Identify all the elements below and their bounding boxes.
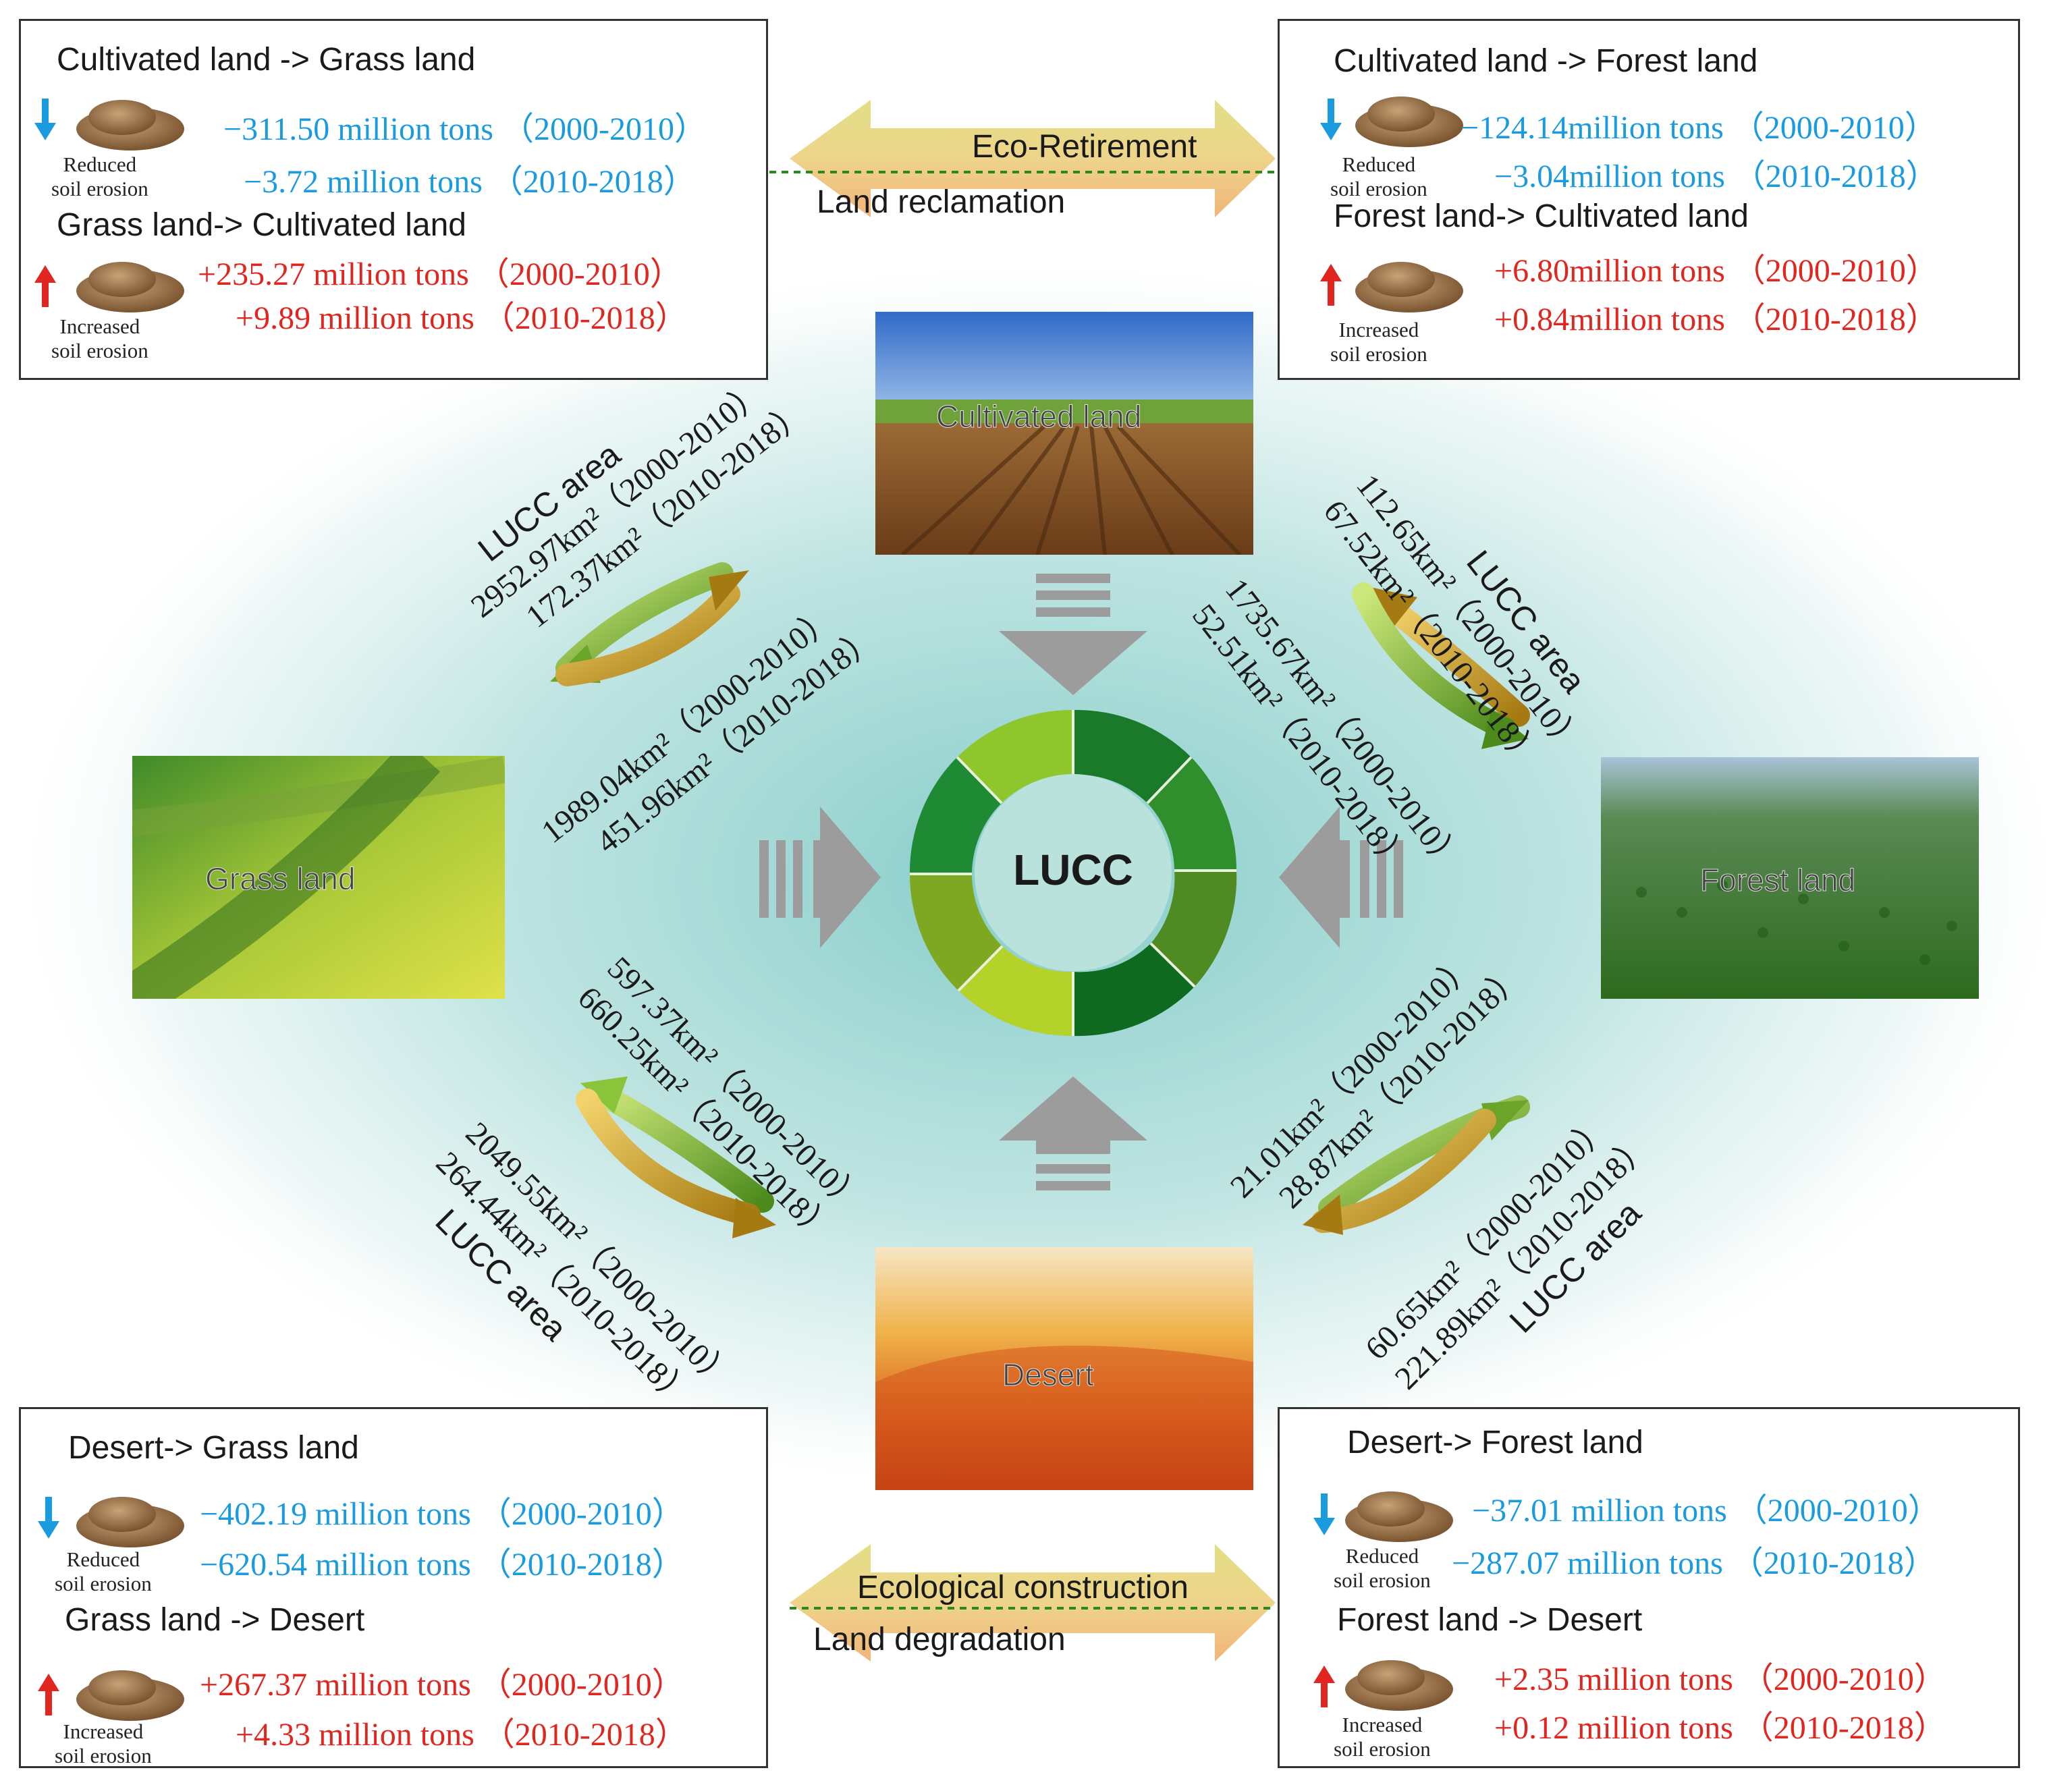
decrease-value: −37.01 million tons （2000-2010） bbox=[1472, 1493, 1940, 1529]
increase-value: +0.12 million tons （2010-2018） bbox=[1494, 1710, 1946, 1746]
cultivated-land-label: Cultivated land bbox=[935, 399, 1142, 435]
down-arrow-icon bbox=[38, 1497, 59, 1539]
soil-pile-icon bbox=[1355, 262, 1463, 312]
increase-value: +6.80million tons （2000-2010） bbox=[1494, 253, 1938, 289]
cultivated-land-photo: Cultivated land bbox=[875, 312, 1253, 555]
curved-arrows-top-right bbox=[1352, 582, 1530, 749]
increase-value: +267.37 million tons （2000-2010） bbox=[200, 1667, 684, 1703]
gray-arrow-bottom bbox=[999, 1076, 1147, 1190]
soil-pile-icon bbox=[1345, 1491, 1453, 1542]
up-arrow-icon bbox=[34, 265, 56, 307]
decrease-value: −311.50 million tons （2000-2010） bbox=[223, 111, 707, 147]
decrease-value: −287.07 million tons （2010-2018） bbox=[1452, 1545, 1936, 1581]
increase-value: +9.89 million tons （2010-2018） bbox=[236, 300, 688, 336]
land-reclamation-label: Land reclamation bbox=[817, 184, 1066, 220]
lucc-cycle-ring bbox=[909, 709, 1237, 1037]
soil-pile-icon bbox=[1345, 1660, 1453, 1711]
box-title-increase: Grass land-> Cultivated land bbox=[57, 207, 466, 243]
increase-value: +235.27 million tons （2000-2010） bbox=[198, 256, 682, 292]
up-arrow-icon bbox=[38, 1674, 59, 1715]
eco-retirement-label: Eco-Retirement bbox=[972, 129, 1197, 165]
increase-value: +0.84million tons （2010-2018） bbox=[1494, 302, 1938, 337]
soil-pile-icon bbox=[76, 1670, 184, 1721]
decrease-value: −3.72 million tons （2010-2018） bbox=[244, 164, 696, 200]
bottom-banner-arrow bbox=[790, 1544, 1276, 1662]
decrease-value: −620.54 million tons （2010-2018） bbox=[200, 1547, 684, 1583]
soil-pile-icon bbox=[76, 1497, 184, 1547]
increase-value: +4.33 million tons （2010-2018） bbox=[236, 1717, 688, 1753]
down-arrow-icon bbox=[1313, 1493, 1335, 1535]
up-arrow-icon bbox=[1313, 1666, 1335, 1707]
up-arrow-icon bbox=[1320, 264, 1342, 306]
curved-arrows-bottom-right bbox=[1303, 1095, 1530, 1235]
box-title-increase: Forest land-> Cultivated land bbox=[1334, 198, 1749, 234]
gray-arrow-top bbox=[999, 574, 1147, 695]
box-title-increase: Forest land -> Desert bbox=[1337, 1602, 1643, 1638]
box-title-increase: Grass land -> Desert bbox=[65, 1602, 365, 1638]
box-title-decrease: Cultivated land -> Grass land bbox=[57, 42, 476, 78]
soil-pile-icon bbox=[76, 100, 184, 150]
ecological-construction-label: Ecological construction bbox=[857, 1570, 1189, 1605]
grass-land-photo: Grass land bbox=[132, 756, 505, 999]
box-title-decrease: Desert-> Forest land bbox=[1347, 1425, 1643, 1460]
grass-land-label: Grass land bbox=[205, 861, 356, 897]
increase-value: +2.35 million tons （2000-2010） bbox=[1494, 1662, 1946, 1697]
gray-arrow-right bbox=[1279, 806, 1403, 948]
soil-pile-icon bbox=[1355, 97, 1463, 147]
desert-label: Desert bbox=[1002, 1357, 1094, 1393]
forest-land-photo: Forest land bbox=[1601, 757, 1979, 999]
gray-arrow-left bbox=[759, 806, 881, 948]
lucc-center-label: LUCC bbox=[1013, 846, 1133, 894]
box-title-decrease: Cultivated land -> Forest land bbox=[1334, 43, 1758, 79]
curved-arrows-top-left bbox=[550, 562, 749, 686]
curved-arrows-bottom-left bbox=[576, 1076, 776, 1238]
soil-pile-icon bbox=[76, 262, 184, 312]
desert-photo: Desert bbox=[875, 1247, 1253, 1490]
forest-land-label: Forest land bbox=[1699, 862, 1856, 898]
down-arrow-icon bbox=[34, 99, 56, 140]
down-arrow-icon bbox=[1320, 99, 1342, 140]
top-banner-arrow bbox=[769, 100, 1276, 217]
land-degradation-label: Land degradation bbox=[813, 1622, 1066, 1657]
decrease-value: −3.04million tons （2010-2018） bbox=[1494, 159, 1938, 194]
decrease-value: −124.14million tons （2000-2010） bbox=[1461, 110, 1937, 146]
decrease-value: −402.19 million tons （2000-2010） bbox=[200, 1496, 684, 1532]
box-title-decrease: Desert-> Grass land bbox=[68, 1430, 359, 1466]
